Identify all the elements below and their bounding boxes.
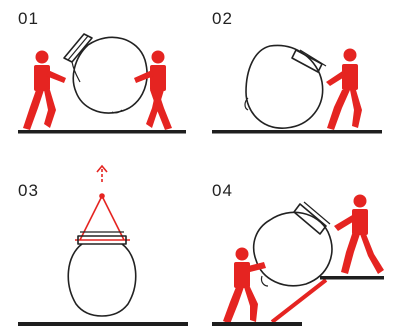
panel-3-lift-pot — [18, 166, 188, 326]
panel-3-ground — [18, 322, 188, 326]
panel-4-ramp — [272, 280, 326, 322]
panel-1-ground — [18, 130, 186, 134]
panel-4-ramp-move — [212, 195, 384, 327]
panel-4-person-upper — [334, 195, 384, 275]
panel-1-person-right — [134, 51, 172, 131]
panel-1-two-person-carry — [18, 34, 186, 134]
panel-2-pot — [245, 45, 326, 128]
panel-1-person-left — [23, 51, 66, 131]
panel-3-lift-arrow — [97, 166, 107, 182]
panel-1-pot — [64, 34, 147, 113]
panel-4-platform — [320, 276, 384, 280]
panel-2-roll-pot — [212, 45, 382, 133]
panel-3-sling — [75, 194, 130, 240]
panel-3-pot — [68, 232, 135, 316]
panel-2-ground — [212, 130, 382, 134]
panel-2-person — [326, 49, 362, 131]
panel-4-ground — [212, 322, 302, 326]
panel-4-person-lower — [223, 248, 266, 325]
panel-4-pot — [254, 202, 332, 286]
